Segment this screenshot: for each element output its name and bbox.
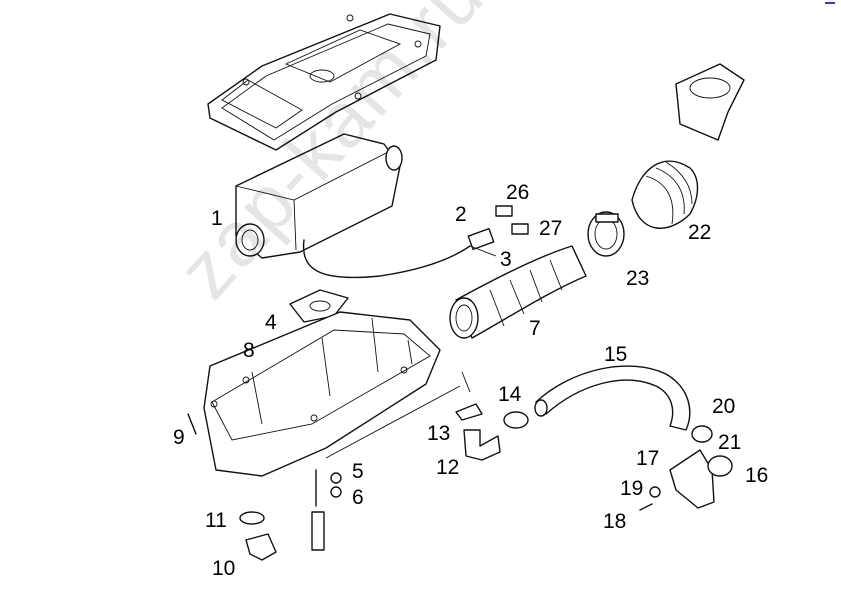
hose-clamp: [587, 211, 625, 257]
callout-6: 6: [352, 486, 364, 509]
housing-tray: [203, 311, 441, 477]
callout-10: 10: [212, 557, 236, 580]
callout-16: 16: [745, 464, 769, 487]
callout-15: 15: [604, 343, 628, 366]
callout-20: 20: [712, 395, 736, 418]
heater-unit: [235, 133, 471, 279]
exhaust-pipe: [534, 365, 691, 431]
mounting-bracket: [639, 425, 733, 511]
corner-mark: [825, 2, 835, 8]
callout-21: 21: [718, 431, 742, 454]
callout-3: 3: [500, 248, 512, 271]
corrugated-hose: [449, 245, 587, 339]
callout-17: 17: [636, 447, 660, 470]
drain-fittings: [187, 413, 342, 561]
connector-and-relays: [467, 205, 529, 251]
callout-1: 1: [211, 207, 223, 230]
callout-8: 8: [243, 339, 255, 362]
callout-7: 7: [529, 317, 541, 340]
callout-2: 2: [455, 203, 467, 226]
pipe-fittings: [455, 403, 529, 461]
cover-lid: [207, 13, 441, 151]
callout-23: 23: [626, 267, 650, 290]
callout-27: 27: [539, 217, 563, 240]
callout-9: 9: [173, 426, 185, 449]
callout-14: 14: [498, 383, 522, 406]
callout-26: 26: [506, 181, 530, 204]
callout-19: 19: [620, 477, 644, 500]
callout-12: 12: [436, 456, 460, 479]
callout-22: 22: [688, 221, 712, 244]
callout-18: 18: [603, 510, 627, 533]
callout-11: 11: [205, 509, 227, 532]
leader-lines: [325, 245, 497, 459]
callout-5: 5: [352, 460, 364, 483]
callout-13: 13: [427, 422, 451, 445]
callout-4: 4: [265, 311, 277, 334]
intake-hose: [631, 63, 745, 229]
